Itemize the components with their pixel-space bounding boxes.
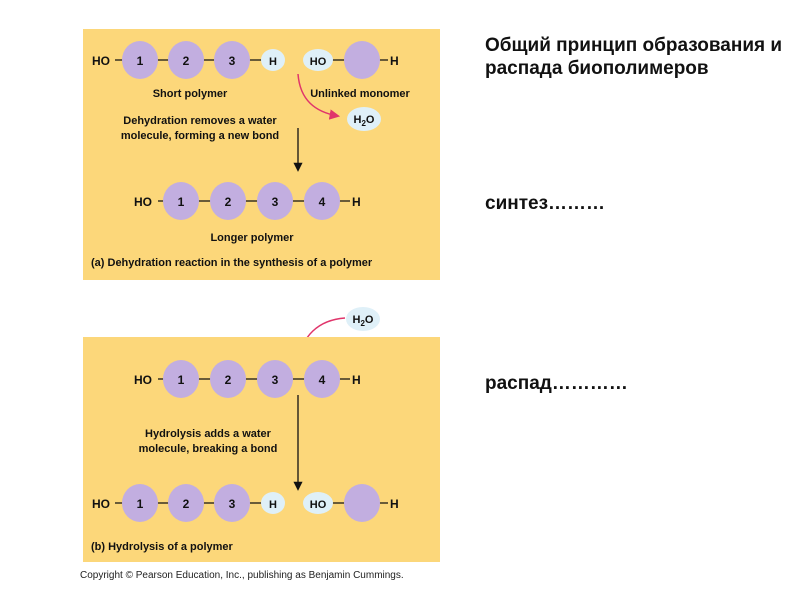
dehydration-text-line1: Dehydration removes a water (123, 115, 277, 127)
b-result-monomer-1 (122, 484, 158, 522)
b-monomer-4-label: 4 (319, 373, 326, 387)
hydrolysis-text-line1: Hydrolysis adds a water (145, 428, 272, 440)
water-bubble-a (347, 107, 381, 131)
unlinked-monomer (344, 41, 380, 79)
b-result-hydrogen-circle (261, 492, 285, 514)
b-monomer-2 (210, 360, 246, 398)
monomer-2 (168, 41, 204, 79)
panel-a-caption: (a) Dehydration reaction in the synthesi… (91, 257, 373, 269)
water-bubble-b (346, 307, 380, 331)
longer-monomer-2-label: 2 (225, 195, 232, 209)
longer-monomer-4-label: 4 (319, 195, 326, 209)
b-result-hydrogen-label: H (269, 499, 277, 511)
b-monomer-2-label: 2 (225, 373, 232, 387)
hydroxyl-circle (303, 49, 333, 71)
unlinked-h-label: H (390, 54, 399, 68)
monomer-3 (214, 41, 250, 79)
monomer-2-label: 2 (183, 54, 190, 68)
b-result-monomer-2 (168, 484, 204, 522)
monomer-3-label: 3 (229, 54, 236, 68)
panel-b-ho-label: HO (134, 373, 152, 387)
longer-monomer-4 (304, 182, 340, 220)
hydrolysis-text-line2: molecule, breaking a bond (139, 443, 278, 455)
b-monomer-3 (257, 360, 293, 398)
hydrogen-circle (261, 49, 285, 71)
b-result-monomer-1-label: 1 (137, 497, 144, 511)
longer-monomer-2 (210, 182, 246, 220)
longer-monomer-3-label: 3 (272, 195, 279, 209)
longer-polymer-label: Longer polymer (210, 232, 294, 244)
b-result-ho-label: HO (92, 497, 110, 511)
b-monomer-1 (163, 360, 199, 398)
dehydration-text-line2: molecule, forming a new bond (121, 130, 279, 142)
b-result-h-label: H (390, 497, 399, 511)
decay-label: распад………… (485, 373, 628, 394)
longer-monomer-1-label: 1 (178, 195, 185, 209)
panel-b-caption: (b) Hydrolysis of a polymer (91, 541, 234, 553)
b-monomer-4 (304, 360, 340, 398)
longer-monomer-3 (257, 182, 293, 220)
water-label-a: H2O (354, 114, 375, 128)
monomer-1-label: 1 (137, 54, 144, 68)
b-result-free-monomer (344, 484, 380, 522)
slide-title: Общий принцип образования и распада биоп… (485, 35, 783, 79)
hydrogen-label: H (269, 56, 277, 68)
b-monomer-1-label: 1 (178, 373, 185, 387)
longer-ho-label: HO (134, 195, 152, 209)
longer-h-label: H (352, 195, 361, 209)
copyright-notice: Copyright © Pearson Education, Inc., pub… (80, 570, 404, 581)
b-result-monomer-3 (214, 484, 250, 522)
b-result-hydroxyl-circle (303, 492, 333, 514)
synthesis-label: синтез……… (485, 193, 606, 214)
hydroxyl-label: HO (310, 56, 327, 68)
b-monomer-3-label: 3 (272, 373, 279, 387)
unlinked-monomer-label: Unlinked monomer (310, 88, 410, 100)
b-result-monomer-3-label: 3 (229, 497, 236, 511)
water-label-b: H2O (353, 314, 374, 328)
panel-b-h-label: H (352, 373, 361, 387)
b-result-monomer-2-label: 2 (183, 497, 190, 511)
b-result-hydroxyl-label: HO (310, 499, 327, 511)
water-release-arrow (297, 73, 341, 120)
longer-monomer-1 (163, 182, 199, 220)
short-polymer-label: Short polymer (153, 88, 228, 100)
monomer-1 (122, 41, 158, 79)
panel-a-ho-label: HO (92, 54, 110, 68)
